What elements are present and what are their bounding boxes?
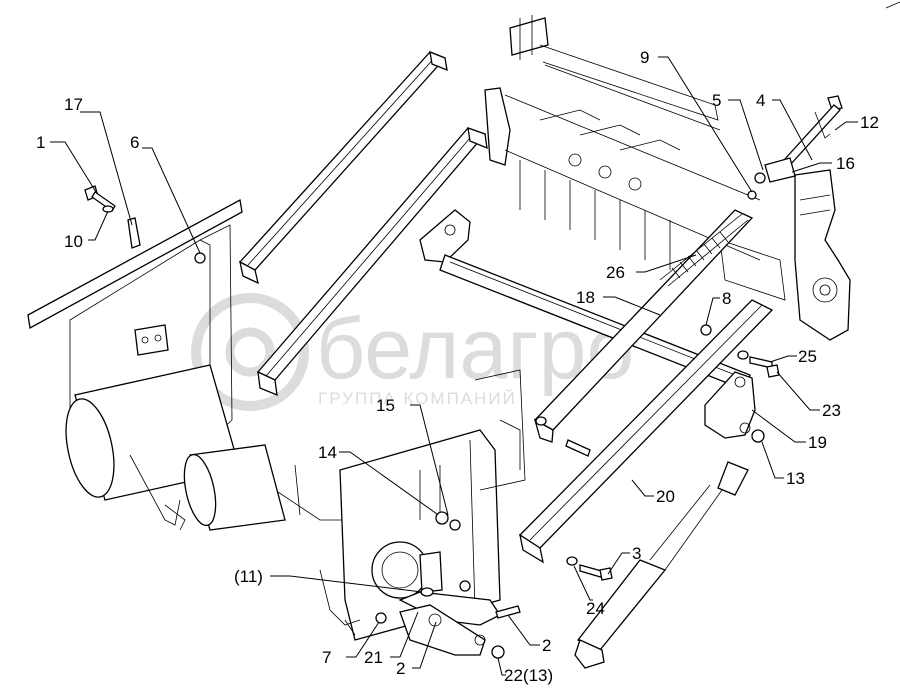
guide-bar <box>518 299 774 564</box>
label-23: 23 <box>822 401 841 420</box>
label-14: 14 <box>318 443 337 462</box>
label-3: 3 <box>632 544 641 563</box>
cross-beam <box>419 209 751 391</box>
label-5: 5 <box>712 91 721 110</box>
label-9: 9 <box>640 48 649 67</box>
label-2-right: 2 <box>542 636 551 655</box>
lower-bracket <box>398 591 501 656</box>
label-21: 21 <box>364 648 383 667</box>
toothed-rack <box>533 209 754 443</box>
bracket-19 <box>704 371 756 439</box>
label-4: 4 <box>756 91 765 110</box>
part-labels: 1 17 6 10 9 5 4 12 16 26 18 8 25 23 19 1… <box>36 48 879 685</box>
label-22: 22(13) <box>504 666 553 685</box>
label-24: 24 <box>586 599 605 618</box>
label-8: 8 <box>722 289 731 308</box>
label-1: 1 <box>36 133 45 152</box>
rail-left <box>238 50 448 285</box>
label-13: 13 <box>786 469 805 488</box>
main-frame-rear <box>484 15 851 341</box>
label-11: (11) <box>234 567 263 586</box>
frame-corner-mark <box>885 1 900 9</box>
label-12: 12 <box>860 113 879 132</box>
label-20: 20 <box>656 487 675 506</box>
hydraulic-cylinder <box>574 461 749 669</box>
label-2-left: 2 <box>396 659 405 678</box>
label-26: 26 <box>606 263 625 282</box>
label-25: 25 <box>798 347 817 366</box>
label-15: 15 <box>376 396 395 415</box>
label-16: 16 <box>836 154 855 173</box>
leader-lines <box>50 56 858 676</box>
label-19: 19 <box>808 433 827 452</box>
watermark-tagline: ГРУППА КОМПАНИЙ <box>318 389 517 408</box>
rail-middle <box>256 127 488 397</box>
label-7: 7 <box>322 648 331 667</box>
label-6: 6 <box>130 133 139 152</box>
label-10: 10 <box>64 232 83 251</box>
label-17: 17 <box>64 95 83 114</box>
label-18: 18 <box>576 288 595 307</box>
